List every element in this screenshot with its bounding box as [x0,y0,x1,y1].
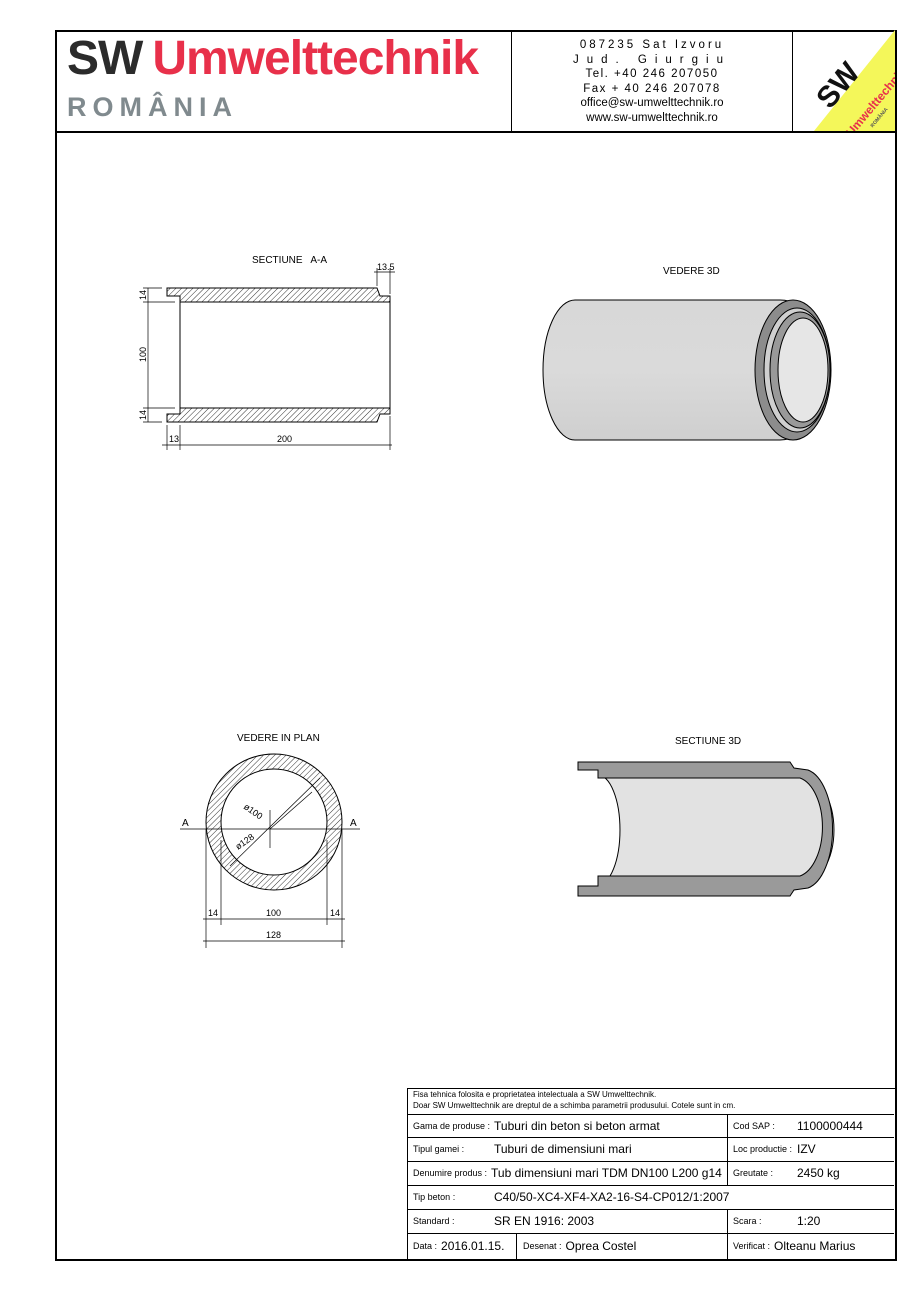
dim-outer: 128 [266,930,281,940]
denumire-value: Tub dimensiuni mari TDM DN100 L200 g14 [491,1166,722,1180]
dim-length: 200 [277,434,292,444]
greutate-value: 2450 kg [797,1166,840,1180]
plan-view: VEDERE IN PLAN A A ø100 ø128 14 100 14 1… [180,733,360,948]
row-gama: Gama de produse :Tuburi din beton si bet… [408,1114,894,1138]
loc-value: IZV [797,1142,816,1156]
tip-beton-value: C40/50-XC4-XF4-XA2-16-S4-CP012/1:2007 [494,1190,730,1204]
brand-sw: SW [67,32,143,85]
dim-spigot: 13.5 [377,262,395,272]
section-aa-title: SECTIUNE A-A [252,255,327,266]
dim-inner: 100 [138,347,148,362]
greutate-label: Greutate : [733,1168,774,1178]
notes-row: Fisa tehnica folosita e proprietatea int… [408,1089,894,1115]
top-wall [166,287,391,303]
address-line-1: 087235 Sat Izvoru [579,39,725,51]
section-3d: SECTIUNE 3D [577,736,835,897]
gama-value: Tuburi din beton si beton armat [494,1118,660,1133]
data-value: 2016.01.15. [441,1239,505,1253]
fax: Fax + 40 246 207078 [583,82,721,95]
phone: Tel. +40 246 207050 [585,68,719,80]
brand-country: ROMÂNIA [67,92,238,122]
scara-label: Scara : [733,1216,762,1226]
cod-value: 1100000444 [797,1118,863,1133]
dim-wall-right: 14 [330,908,340,918]
standard-value: SR EN 1916: 2003 [494,1214,595,1228]
bottom-wall [166,407,391,423]
contact-info: 087235 Sat Izvoru Jud. Giurgiu Tel. +40 … [511,30,793,131]
brand-name: Umwelttechnik [152,32,479,85]
tip-gamei-label: Tipul gamei : [413,1144,465,1154]
dim-wall-top: 14 [138,290,148,300]
row-denumire: Denumire produs :Tub dimensiuni mari TDM… [408,1161,894,1186]
plan-view-title: VEDERE IN PLAN [237,733,320,744]
view-3d: VEDERE 3D [542,266,832,441]
ownership-note: Fisa tehnica folosita e proprietatea int… [413,1090,657,1099]
section-3d-title: SECTIUNE 3D [675,736,741,747]
company-logo: SW Umwelttechnik ROMÂNIA [794,30,895,131]
dia-inner-label: ø100 [242,801,265,821]
tip-gamei-value: Tuburi de dimensiuni mari [494,1142,632,1156]
scara-value: 1:20 [797,1214,821,1228]
row-tip-beton: Tip beton : C40/50-XC4-XF4-XA2-16-S4-CP01… [408,1185,894,1210]
section-aa-view: SECTIUNE A-A 14 100 14 13 200 13.5 [138,255,395,450]
rights-note: Doar SW Umwelttechnik are dreptul de a s… [413,1101,736,1110]
email-link[interactable]: office@sw-umwelttechnik.ro [580,97,724,109]
desenat-label: Desenat : [523,1241,562,1251]
standard-label: Standard : [413,1216,455,1226]
row-signatures: Data :2016.01.15. Desenat :Oprea Costel … [408,1233,894,1259]
desenat-value: Oprea Costel [565,1239,637,1253]
data-label: Data : [413,1241,438,1251]
tip-beton-label: Tip beton : [413,1192,456,1202]
view-3d-title: VEDERE 3D [663,266,720,277]
drawing-frame [55,30,897,1261]
denumire-label: Denumire produs : [413,1168,488,1178]
website-link[interactable]: www.sw-umwelttechnik.ro [586,111,718,124]
title-block: Fisa tehnica folosita e proprietatea int… [407,1088,895,1259]
gama-label: Gama de produse : [413,1120,491,1131]
dim-bell: 13 [169,434,179,444]
verificat-value: Olteanu Marius [774,1239,856,1253]
dim-inner: 100 [266,908,281,918]
row-tip-gamei: Tipul gamei : Tuburi de dimensiuni mari L… [408,1137,894,1162]
loc-label: Loc productie : [733,1144,793,1154]
dim-wall-bottom: 14 [138,410,148,420]
technical-drawings: SECTIUNE A-A 14 100 14 13 200 13.5 VEDER… [138,255,835,948]
section-mark-left: A [182,818,189,829]
section-mark-right: A [350,818,357,829]
address-line-2: Jud. Giurgiu [572,53,731,66]
dim-wall-left: 14 [208,908,218,918]
dia-outer-label: ø128 [233,832,256,852]
verificat-label: Verificat : [733,1241,771,1251]
cod-label: Cod SAP : [733,1120,775,1131]
row-standard: Standard : SR EN 1916: 2003 Scara : 1:20 [408,1209,894,1234]
